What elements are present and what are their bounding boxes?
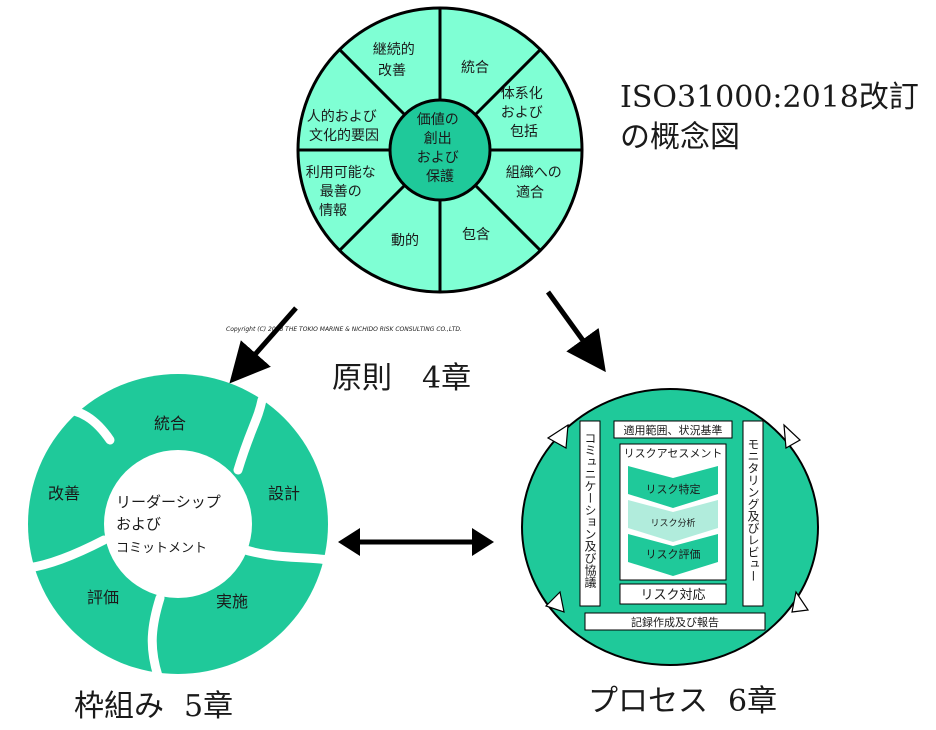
process-assessment: リスクアセスメント [624,447,723,460]
framework-gaps [23,395,333,681]
framework-wheel: 統合 設計 実施 評価 改善 リーダーシップ および コミットメント [23,374,333,681]
principle-customized: 組織への 適合 [506,165,566,201]
principles-center-circle [388,98,492,202]
framework-center-circle [104,450,252,598]
process-scope: 適用範囲、状況基準 [624,423,723,437]
principle-inclusive: 包含 [462,227,490,243]
framework-chapter: 5章 [184,689,233,724]
process-arrowhead-tl [546,423,569,449]
process-recording: 記録作成及び報告 [631,615,719,629]
framework-center-label-commitment: コミットメント [116,541,207,556]
process-communication-box [579,420,601,607]
copyright-text: Copyright (C) 2018 THE TOKIO MARINE & NI… [226,326,462,333]
process-treatment: リスク対応 [640,588,705,603]
arrows [229,290,606,556]
framework-integration: 統合 [154,414,186,433]
principles-caption: 原則 [332,361,392,396]
framework-center-label: リーダーシップ および [116,493,225,533]
framework-caption: 枠組み [74,689,164,724]
process-caption: プロセス [588,684,708,719]
framework-design: 設計 [268,484,300,503]
process-treatment-box [619,583,727,605]
process-chevron-evaluation [628,534,718,576]
principle-structured-comprehensive: 体系化 および 包括 [501,86,547,140]
arrow-to-process [545,290,606,373]
principle-best-available-information: 利用可能な 最善の 情報 [306,165,380,219]
process-scope-box [613,420,733,439]
process-communication: コミュニケーション及び協議 [583,432,597,588]
diagram-title: ISO31000:2018改訂 の概念図 [620,80,928,155]
process-chevron-analysis [628,500,718,542]
process-chevron-identification [628,466,718,508]
principles-wheel: 価値の 創出 および 保護 統合 体系化 および 包括 組織への 適合 包含 動… [296,6,584,294]
framework-improvement: 改善 [48,484,80,503]
process-evaluation: リスク評価 [646,547,701,561]
process-diagram: コミュニケーション及び協議 モニタリング及びレビュー 適用範囲、状況基準 リスク… [521,388,819,666]
principle-integrated: 統合 [461,60,489,76]
process-arrowhead-tr [783,423,802,449]
process-analysis: リスク分析 [650,517,695,529]
framework-evaluation: 評価 [87,588,119,607]
process-recording-box [584,612,766,631]
double-arrow [338,528,494,556]
principles-center-label: 価値の 創出 および 保護 [417,112,463,185]
process-monitoring: モニタリング及びレビュー [746,438,760,582]
process-identification: リスク特定 [646,482,701,496]
principle-dynamic: 動的 [391,233,419,249]
process-arrowhead-br [791,590,810,613]
principles-chapter: 4章 [422,361,471,396]
principles-dividers [298,8,582,292]
process-monitoring-box [742,420,764,607]
process-arrowhead-bl [544,590,565,613]
process-chapter: 6章 [728,684,777,719]
framework-implementation: 実施 [216,592,248,611]
principle-human-cultural-factors: 人的および 文化的要因 [307,109,381,144]
principle-continual-improvement: 継続的 改善 [373,41,419,79]
arrow-to-framework [229,306,298,384]
